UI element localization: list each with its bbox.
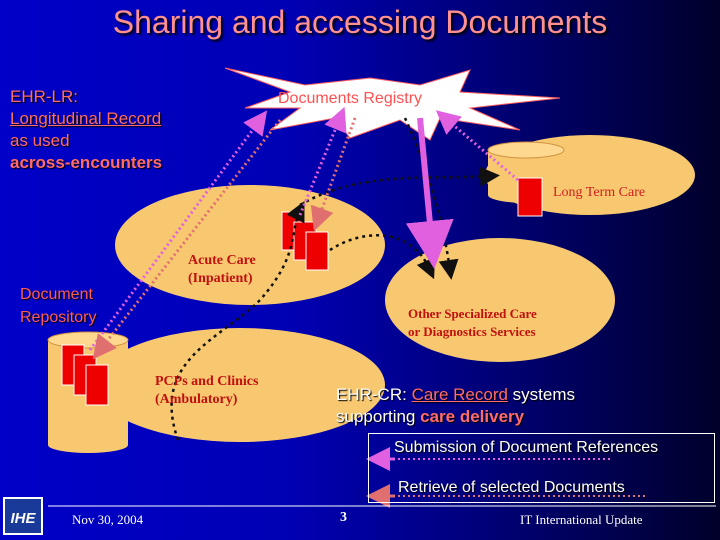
ehr-lr-line2: Longitudinal Record (10, 109, 162, 128)
ehr-cr-line2a: supporting (336, 407, 421, 426)
repository-line1: Document (20, 286, 93, 303)
ehr-lr-label: EHR-LR: Longitudinal Record as used acro… (10, 86, 162, 174)
long-term-care-label: Long Term Care (553, 185, 646, 200)
retrieve-arrow (92, 119, 282, 360)
documents-registry-burst (224, 67, 561, 141)
retrieve-arrow-other (405, 117, 454, 269)
pcp-ellipse (95, 328, 385, 442)
document-repository-label: Document Repository (20, 283, 96, 329)
acute-care-line1: Acute Care (188, 253, 256, 268)
ehr-cr-care-delivery: care delivery (420, 407, 525, 426)
pcps-line2: (Ambulatory) (155, 392, 238, 407)
documents-registry-label: Documents Registry (278, 90, 423, 107)
care-flow-line (170, 201, 305, 441)
retrieve-arrow-acute (310, 117, 357, 232)
page-title: Sharing and accessing Documents (112, 4, 608, 40)
legend-submission-label: Submission of Document References (394, 439, 659, 456)
footer-organization: IT International Update (520, 512, 643, 527)
ehr-cr-care-record: Care Record (411, 385, 508, 404)
acute-care-label: Acute Care (Inpatient) (188, 252, 256, 288)
footer-date: Nov 30, 2004 (72, 512, 144, 527)
care-flow-line-ltc (299, 166, 500, 207)
other-services-line2: or Diagnostics Services (408, 324, 536, 339)
ihe-logo-text: IHE (10, 510, 36, 527)
submission-arrow-ltc (435, 110, 519, 182)
ehr-lr-line3: as used (10, 131, 70, 150)
pcps-clinics-label: PCPs and Clinics (Ambulatory) (155, 373, 258, 409)
acute-care-documents-icon (281, 211, 329, 271)
ehr-lr-line4: across-encounters (10, 153, 163, 172)
other-services-line1: Other Specialized Care (408, 306, 537, 321)
ihe-logo: IHE (3, 497, 43, 535)
other-services-ellipse (385, 238, 615, 362)
long-term-care-cylinder (487, 141, 565, 203)
ehr-lr-line1: EHR-LR: (10, 87, 79, 106)
ehr-cr-label: EHR-CR: Care Record systems supporting c… (336, 384, 575, 428)
repository-documents-icon (61, 344, 109, 406)
legend-retrieve-label: Retrieve of selected Documents (398, 479, 625, 496)
acute-care-line2: (Inpatient) (188, 271, 253, 286)
ehr-cr-suffix: systems (507, 385, 575, 404)
other-services-label: Other Specialized Care or Diagnostics Se… (408, 305, 537, 341)
ehr-cr-prefix: EHR-CR: (336, 385, 412, 404)
page-number: 3 (340, 510, 347, 525)
legend-box (368, 433, 715, 503)
repository-line2: Repository (20, 309, 97, 326)
long-term-care-document-icon (517, 177, 543, 217)
pcps-line1: PCPs and Clinics (155, 374, 259, 389)
care-flow-line-other (329, 234, 436, 280)
